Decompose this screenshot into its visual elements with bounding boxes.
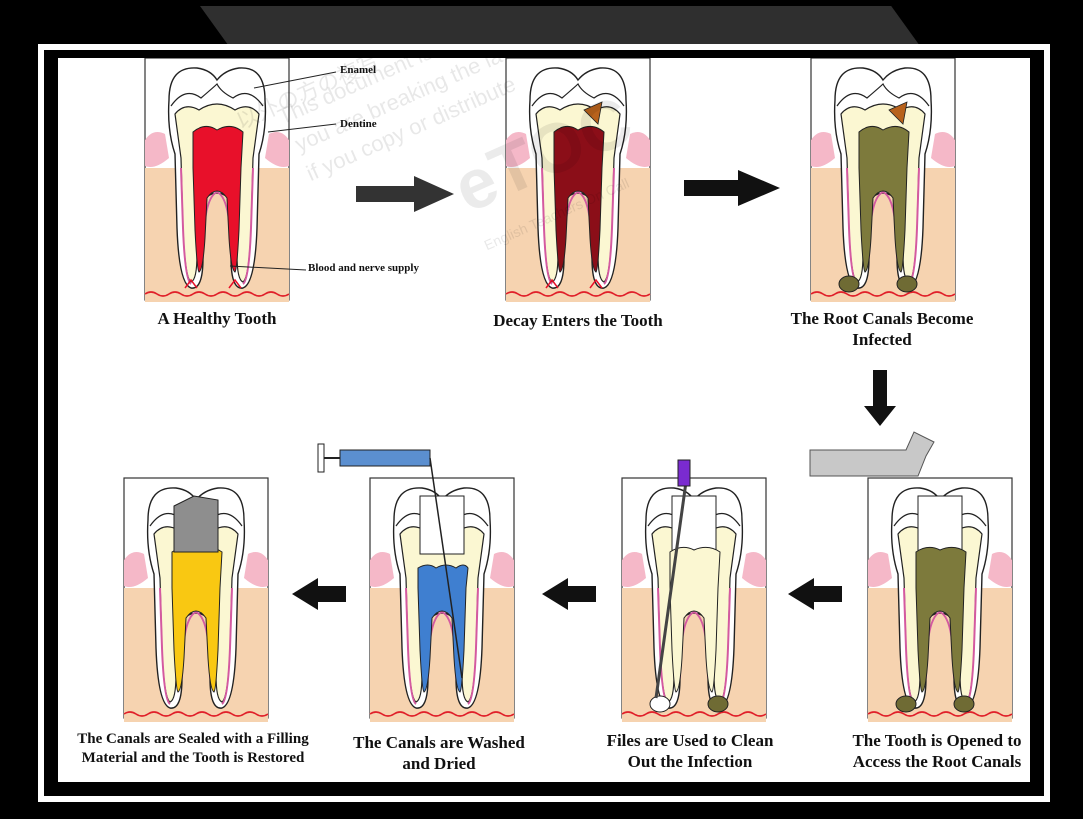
panel-infected [811,58,955,302]
caption-files-line2: Out the Infection [588,751,792,772]
arrow-down [864,370,896,426]
caption-healthy: A Healthy Tooth [142,308,292,329]
diagram-canvas: 以外の方の複写・配布は法律で罰せられます This document is re… [58,58,1030,782]
arrow-left-2 [542,578,596,610]
arrow-right-2 [684,170,780,206]
label-enamel: Enamel [340,64,376,76]
label-dentine: Dentine [340,118,377,130]
label-blood-nerve: Blood and nerve supply [308,262,419,274]
panel-files [622,478,766,722]
caption-opened-line1: The Tooth is Opened to [834,730,1030,751]
panel-sealed [124,478,268,722]
caption-decay: Decay Enters the Tooth [474,310,682,331]
caption-washed-line1: The Canals are Washed [336,732,542,753]
drill-handpiece [810,432,934,476]
top-bar [200,6,920,46]
caption-washed-line2: and Dried [336,753,542,774]
panel-healthy-tooth [145,58,289,302]
caption-opened: The Tooth is Opened to Access the Root C… [834,730,1030,772]
diagram-svg [58,58,1030,782]
caption-infected-line1: The Root Canals Become [770,308,994,329]
syringe-barrel [340,450,430,466]
panel-opened [868,478,1012,722]
caption-opened-line2: Access the Root Canals [834,751,1030,772]
caption-files: Files are Used to Clean Out the Infectio… [588,730,792,772]
caption-washed: The Canals are Washed and Dried [336,732,542,774]
crown-filling [174,496,218,552]
caption-sealed-line1: The Canals are Sealed with a Filling [58,730,328,749]
panel-decay [506,58,650,302]
caption-infected-line2: Infected [770,329,994,350]
file-handle [678,460,690,486]
panel-washed [370,478,514,722]
arrow-left-1 [788,578,842,610]
arrow-left-3 [292,578,346,610]
arrow-right-1 [356,176,454,212]
caption-files-line1: Files are Used to Clean [588,730,792,751]
caption-sealed-line2: Material and the Tooth is Restored [58,749,328,768]
caption-sealed: The Canals are Sealed with a Filling Mat… [58,730,328,768]
caption-infected: The Root Canals Become Infected [770,308,994,350]
